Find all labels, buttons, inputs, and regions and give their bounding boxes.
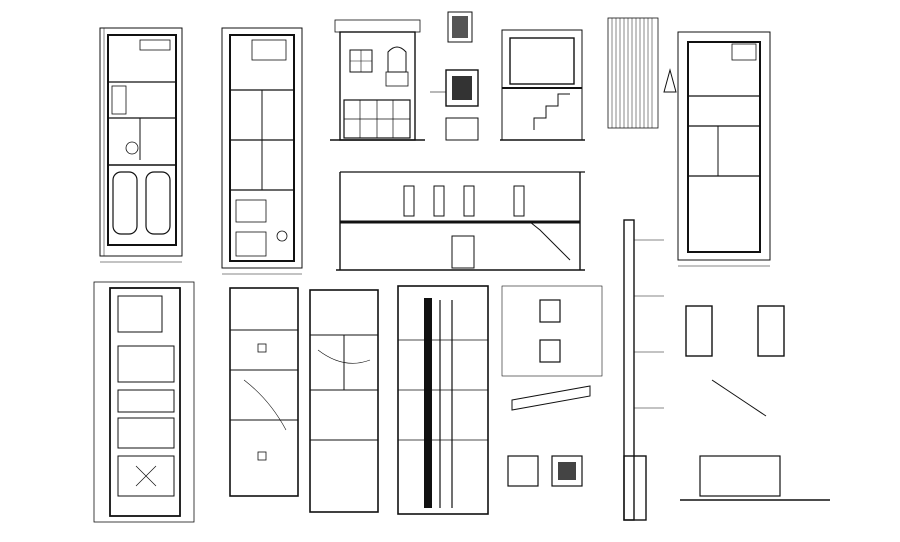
front-elevation bbox=[330, 19, 425, 141]
construction-details bbox=[501, 285, 603, 487]
longitudinal-section bbox=[336, 171, 585, 271]
roof-detail bbox=[607, 17, 677, 129]
electrical-plan-1 bbox=[229, 287, 299, 497]
framing-plan bbox=[397, 285, 489, 515]
wall-section bbox=[623, 219, 664, 521]
footing-details bbox=[680, 305, 830, 501]
foundation-plan bbox=[93, 281, 195, 523]
ground-floor-plan bbox=[99, 27, 183, 263]
side-section bbox=[500, 29, 585, 141]
column-details bbox=[430, 11, 479, 141]
electrical-plan-2 bbox=[309, 289, 379, 513]
roof-plan bbox=[677, 31, 771, 267]
upper-floor-plan bbox=[221, 27, 303, 275]
